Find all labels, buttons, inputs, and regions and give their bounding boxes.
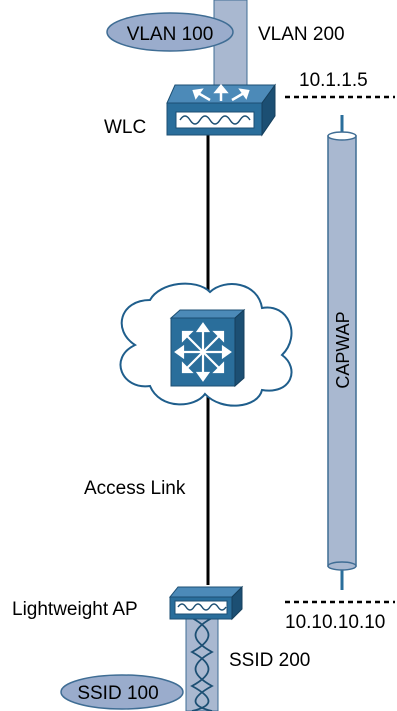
capwap-label: CAPWAP [333, 311, 353, 388]
lightweight-ap-label: Lightweight AP [12, 599, 138, 620]
wlc-device-icon [166, 83, 276, 137]
ssid-100-ellipse: SSID 100 [60, 674, 184, 710]
vlan-200-label: VLAN 200 [258, 24, 345, 45]
ssid-200-tube [185, 611, 219, 711]
vlan-200-trunk [213, 0, 248, 93]
layer3-switch-icon [169, 308, 246, 388]
wlc-label: WLC [104, 117, 146, 138]
capwap-tunnel: CAPWAP [327, 115, 357, 590]
ap-ip-label: 10.10.10.10 [285, 612, 385, 633]
vlan-100-label: VLAN 100 [127, 24, 214, 45]
wlc-ip-label: 10.1.1.5 [299, 70, 368, 91]
ssid-100-label: SSID 100 [77, 683, 158, 704]
lightweight-ap-icon [168, 585, 244, 621]
access-link-label: Access Link [84, 478, 186, 499]
ssid-200-label: SSID 200 [229, 650, 310, 671]
vlan-100-ellipse: VLAN 100 [106, 12, 234, 52]
